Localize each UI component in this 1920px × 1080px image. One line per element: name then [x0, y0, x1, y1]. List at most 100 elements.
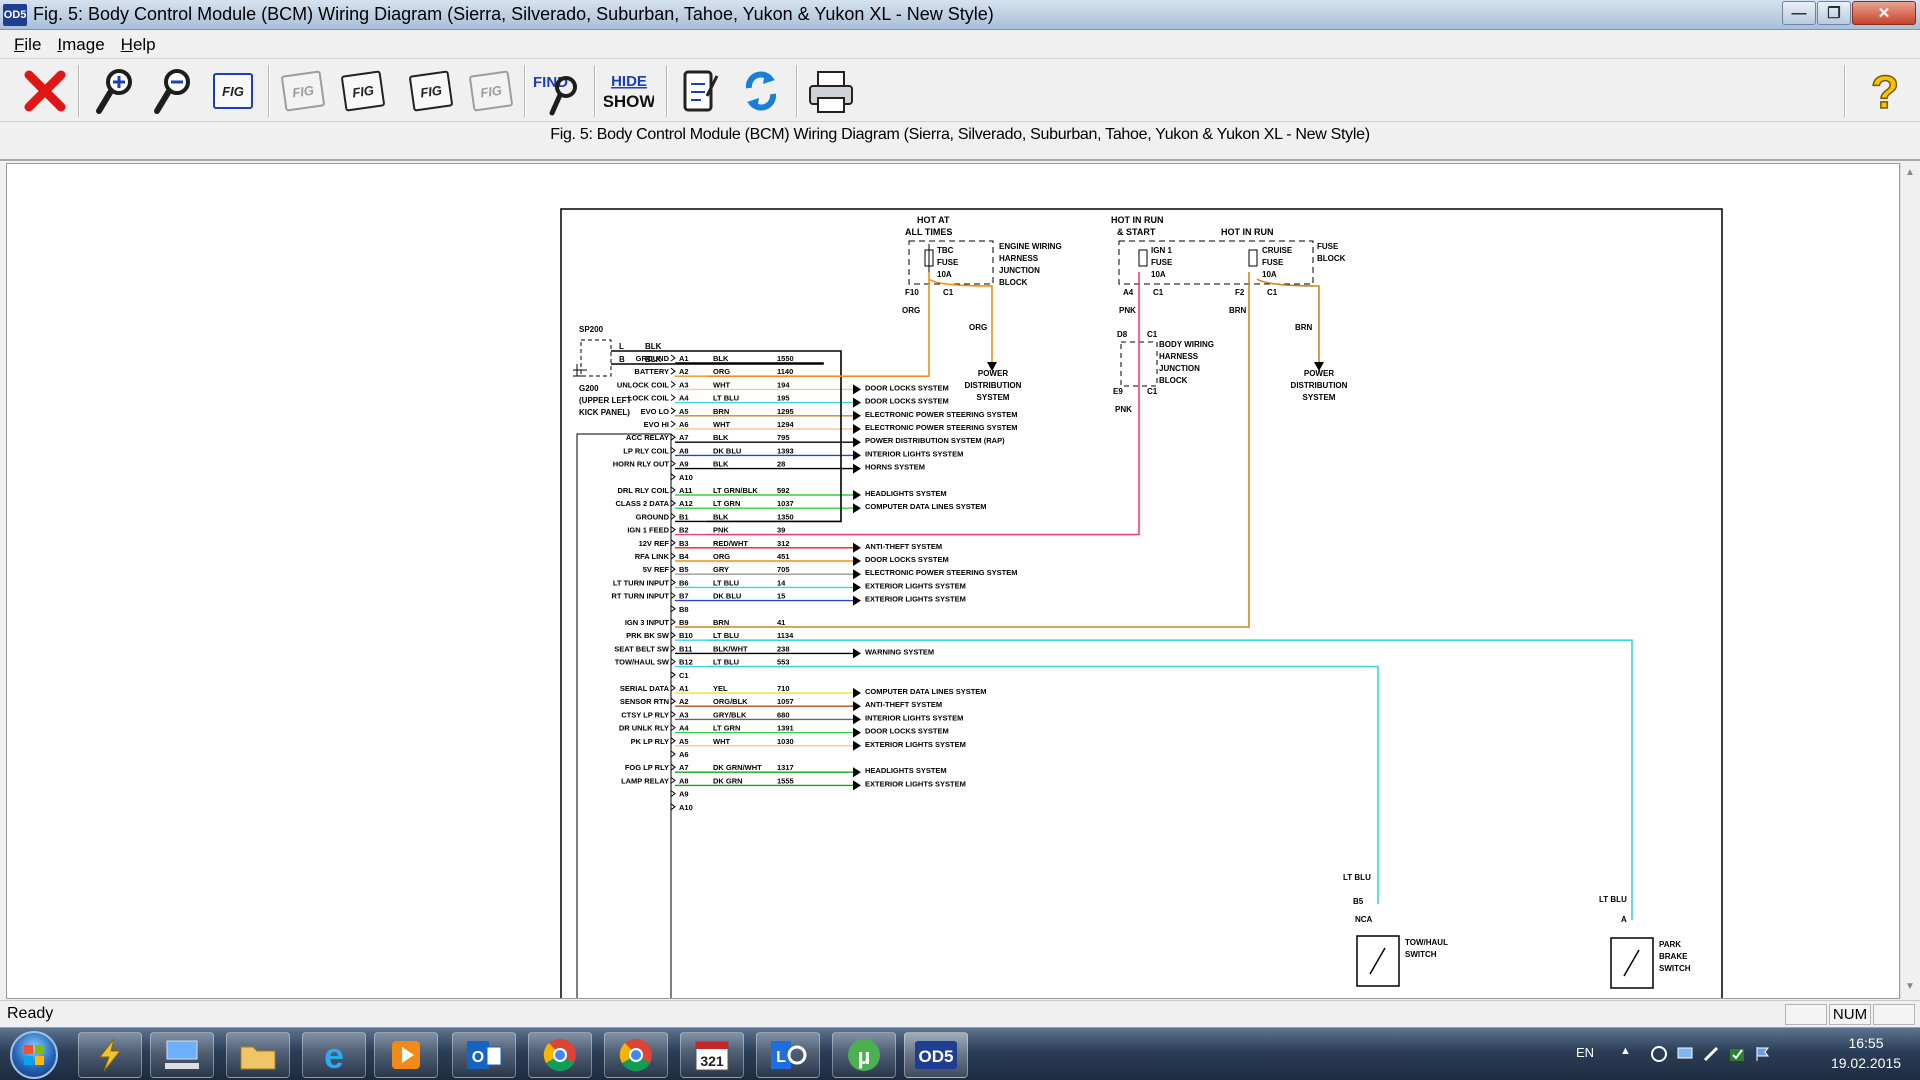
calendar-icon-text: 321: [700, 1053, 724, 1069]
g200-desc-1: (UPPER LEFT: [579, 396, 632, 405]
start-button[interactable]: [10, 1031, 58, 1079]
taskbar-chrome-1[interactable]: [528, 1032, 592, 1078]
language-indicator[interactable]: EN: [1576, 1045, 1595, 1060]
pin-wire-color: LT BLU: [713, 658, 739, 667]
print-button[interactable]: [804, 63, 858, 119]
fit-figure-button[interactable]: FIG: [206, 63, 260, 119]
pin-marker: [670, 763, 676, 771]
find-button[interactable]: FIND: [530, 63, 584, 119]
scroll-down-arrow-icon[interactable]: ▼: [1905, 981, 1915, 992]
show-hidden-icons-icon[interactable]: ▲: [1620, 1045, 1631, 1057]
arrow-icon: [853, 556, 861, 566]
scroll-up-arrow-icon[interactable]: ▲: [1905, 167, 1915, 178]
vertical-scrollbar[interactable]: ▲ ▼: [1900, 163, 1920, 999]
pin-marker: [670, 711, 676, 718]
pin-number: A10: [679, 473, 693, 482]
body-block-label-2: HARNESS: [1159, 352, 1199, 361]
taskbar-internet-explorer[interactable]: e: [302, 1032, 366, 1078]
figure-caption: Fig. 5: Body Control Module (BCM) Wiring…: [550, 126, 1370, 143]
sp200-label: SP200: [579, 325, 604, 334]
maximize-button[interactable]: ❐: [1817, 1, 1851, 25]
pin-function: LP RLY COIL: [623, 446, 669, 455]
action-center-flag-icon[interactable]: [1754, 1045, 1772, 1063]
pin-function: GROUND: [636, 354, 670, 363]
next-figure-button[interactable]: FIG: [464, 63, 518, 119]
exit-button[interactable]: [18, 63, 72, 119]
minimize-button[interactable]: —: [1782, 1, 1816, 25]
taskbar-lync[interactable]: L: [756, 1032, 820, 1078]
pin-wire-color: BRN: [713, 407, 729, 416]
arrow-icon: [853, 397, 861, 408]
diagram-frame: [560, 208, 1723, 998]
taskbar-media-player[interactable]: [374, 1032, 438, 1078]
clock-date[interactable]: 19.02.2015: [1830, 1055, 1902, 1071]
tbc-fuse-word: FUSE: [937, 258, 959, 267]
clock-time[interactable]: 16:55: [1848, 1035, 1884, 1051]
power-distribution-label-1b: DISTRIBUTION: [965, 381, 1022, 390]
status-text: Ready: [7, 1005, 54, 1022]
help-button[interactable]: ?: [1858, 63, 1912, 119]
park-brake-switch: [1610, 937, 1654, 989]
cruise-fuse-word: FUSE: [1262, 258, 1284, 267]
taskbar: e O 321 L µ OD5 EN ▲ 16:55 19.02.2015: [0, 1027, 1920, 1080]
title-bar[interactable]: OD5 Fig. 5: Body Control Module (BCM) Wi…: [0, 0, 1920, 30]
taskbar-desktop-app[interactable]: [150, 1032, 214, 1078]
network-icon[interactable]: [1676, 1045, 1694, 1063]
select-figure-button[interactable]: FIG: [336, 63, 390, 119]
fuse-block-label-2: BLOCK: [1317, 254, 1346, 263]
wire-route: [611, 350, 842, 523]
hide-show-button[interactable]: HIDE SHOW: [602, 63, 656, 119]
pin-function: LT TURN INPUT: [613, 578, 670, 587]
taskbar-outlook[interactable]: O: [452, 1032, 516, 1078]
pin-circuit-number: 1391: [777, 724, 794, 733]
pin-function: 5V REF: [643, 565, 670, 574]
pin-function: SERIAL DATA: [620, 684, 670, 693]
security-check-icon[interactable]: [1728, 1045, 1746, 1063]
tbc-fuse-element: [924, 249, 934, 267]
help-glyph: ?: [1871, 66, 1899, 116]
arrow-icon: [853, 701, 861, 712]
pin-wire-color: RED/WHT: [713, 539, 748, 548]
tow-switch-wire-label: LT BLU: [1343, 873, 1371, 882]
ign1-fuse-rating: 10A: [1151, 270, 1166, 279]
fit-figure-icon: FIG: [213, 73, 253, 109]
pin-circuit-number: 592: [777, 486, 790, 495]
pin-destination: EXTERIOR LIGHTS SYSTEM: [865, 779, 966, 788]
arrow-icon: [853, 450, 861, 461]
note-button[interactable]: [672, 63, 726, 119]
internet-explorer-icon: e: [324, 1036, 344, 1074]
taskbar-utorrent[interactable]: µ: [832, 1032, 896, 1078]
recycle-icon[interactable]: [1650, 1045, 1668, 1063]
first-figure-button[interactable]: FIG: [276, 63, 330, 119]
pin-wire-color: LT BLU: [713, 631, 739, 640]
close-button[interactable]: ✕: [1852, 1, 1916, 25]
zoom-out-button[interactable]: [146, 63, 200, 119]
refresh-button[interactable]: [734, 63, 788, 119]
pin-marker: [670, 658, 676, 665]
pin-circuit-number: 1555: [777, 776, 794, 785]
taskbar-calendar[interactable]: 321: [680, 1032, 744, 1078]
menu-image[interactable]: Image: [57, 34, 105, 54]
power-distribution-label-2c: SYSTEM: [1303, 393, 1336, 402]
pin-wire-color: BLK: [713, 512, 729, 521]
notepad-icon: [683, 70, 719, 112]
diagram-viewport[interactable]: HOT AT ALL TIMES TBC FUSE 10A ENGINE WIR…: [6, 163, 1900, 999]
hide-label: HIDE: [611, 73, 647, 90]
taskbar-od5-active[interactable]: OD5: [904, 1032, 968, 1078]
pin-wire-color: DK BLU: [713, 446, 741, 455]
pin-marker: [670, 486, 676, 494]
splice-box: [580, 339, 612, 377]
zoom-in-button[interactable]: [88, 63, 142, 119]
pin-marker: [670, 671, 676, 679]
monitor-keyboard-icon: [165, 1040, 199, 1069]
previous-figure-button[interactable]: FIG: [404, 63, 458, 119]
pin-wire-color: BRN: [713, 618, 729, 627]
menu-help[interactable]: Help: [120, 34, 156, 54]
menu-file[interactable]: File: [14, 34, 42, 54]
taskbar-chrome-2[interactable]: [604, 1032, 668, 1078]
pen-icon[interactable]: [1702, 1045, 1720, 1063]
taskbar-lightning-app[interactable]: [78, 1032, 142, 1078]
body-block-label-1: BODY WIRING: [1159, 340, 1214, 349]
b5-pin-label: B5: [1353, 897, 1364, 906]
taskbar-explorer[interactable]: [226, 1032, 290, 1078]
